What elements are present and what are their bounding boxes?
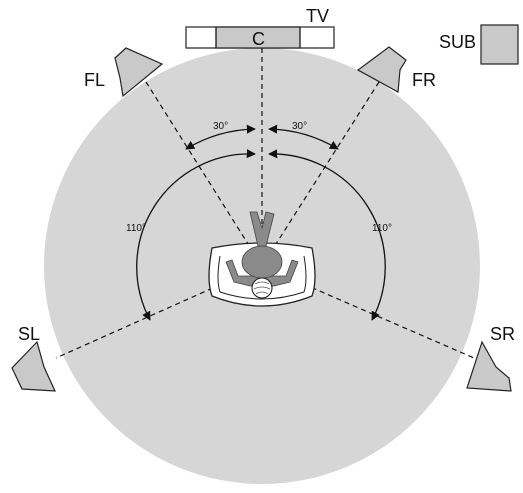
angle-arc-front-left (185, 124, 256, 150)
listener-arms (225, 259, 299, 287)
angle-arc-surround-left (136, 149, 256, 321)
angle-arc-front-right (268, 124, 339, 150)
surround-right-label: SR (490, 324, 515, 344)
listener-head (251, 277, 273, 299)
front-right-label: FR (412, 70, 436, 90)
subwoofer (480, 24, 519, 65)
surround-left-label: SL (18, 324, 40, 344)
listener-in-chair (208, 211, 316, 307)
sub-label: SUB (439, 32, 476, 52)
angle-label-front-right: 30° (292, 121, 307, 132)
front-right-speaker (356, 46, 407, 93)
surround-right-speaker (466, 340, 512, 392)
tv-bar (185, 26, 335, 49)
angle-arc-surround-right (268, 149, 386, 321)
front-left-label: FL (84, 70, 105, 90)
angle-label-front-left: 30° (213, 121, 228, 132)
front-left-speaker (114, 47, 164, 98)
tv-label: TV (306, 6, 329, 26)
listener-body (241, 245, 283, 279)
angle-label-surround-right: 110° (372, 223, 392, 234)
angle-label-surround-left: 110° (126, 223, 146, 234)
center-speaker-label: C (252, 29, 265, 49)
surround-left-speaker (11, 340, 56, 392)
